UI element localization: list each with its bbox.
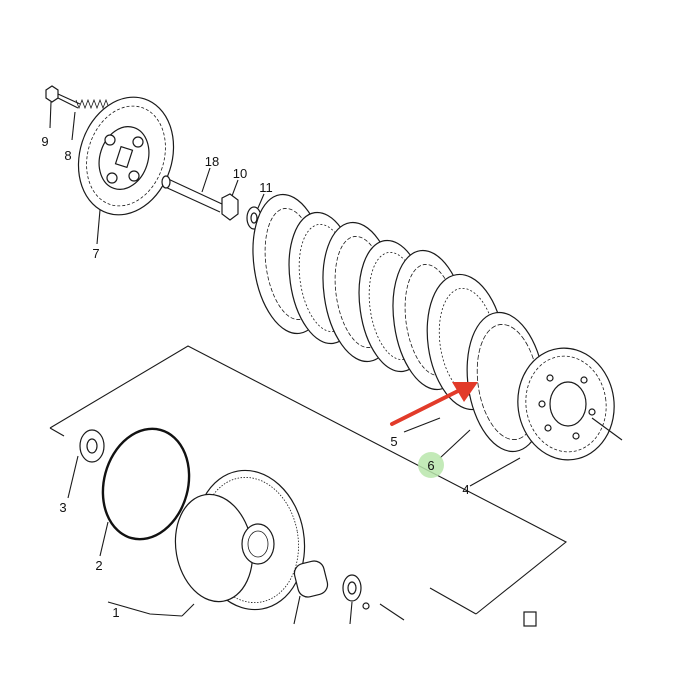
clutch-plate-stack xyxy=(252,193,546,453)
highlight-marker xyxy=(418,452,444,478)
push-rod-part-18 xyxy=(161,167,223,213)
bolt-part-9 xyxy=(45,85,81,129)
label-part-5: 5 xyxy=(390,434,397,449)
assembly-frame xyxy=(49,345,568,615)
lower-parts xyxy=(293,560,537,627)
clutch-boss-part-4 xyxy=(517,347,623,461)
spring-part-8 xyxy=(71,98,110,141)
gear-plate-icon xyxy=(77,96,175,245)
gear-housing-icon xyxy=(107,469,306,617)
label-part-9: 9 xyxy=(41,134,48,149)
o-ring-part-2 xyxy=(99,427,191,557)
label-part-6: 6 xyxy=(427,458,434,473)
label-part-2: 2 xyxy=(95,558,102,573)
label-part-4: 4 xyxy=(462,482,469,497)
label-part-11: 11 xyxy=(259,180,273,195)
label-part-10: 10 xyxy=(233,166,247,181)
red-arrow-icon xyxy=(390,382,478,426)
label-part-7: 7 xyxy=(92,246,99,261)
nut-part-10 xyxy=(221,179,239,221)
label-part-1: 1 xyxy=(112,605,119,620)
washer-part-3 xyxy=(67,429,105,499)
label-part-8: 8 xyxy=(64,148,71,163)
label-part-18: 18 xyxy=(205,154,219,169)
label-part-3: 3 xyxy=(59,500,66,515)
